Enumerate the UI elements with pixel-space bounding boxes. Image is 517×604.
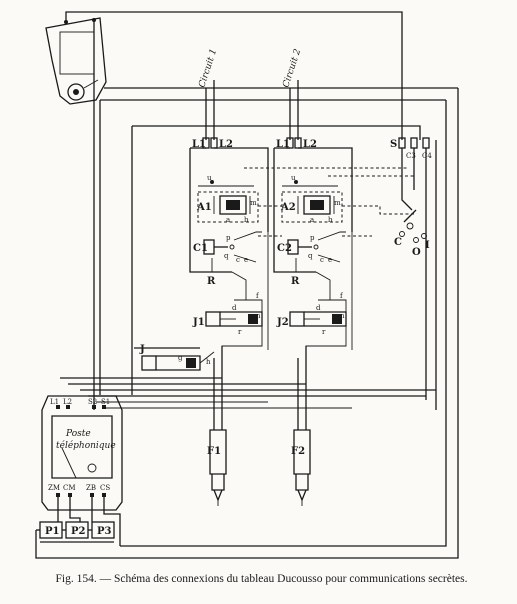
contact-n-2: n: [340, 312, 345, 320]
selector-switch: [399, 148, 427, 400]
terminal-L1-c1: L1: [192, 139, 206, 150]
phone-set-title-line1: Poste: [65, 429, 91, 439]
terminal-L2-c1: L2: [219, 139, 233, 150]
contact-b-1: b: [244, 216, 249, 224]
battery-P1: P1: [45, 526, 59, 537]
operator-jack-J: J: [139, 344, 145, 355]
jack-J1: J1: [192, 317, 205, 328]
terminal-C3: C3: [406, 152, 416, 160]
battery-P2: P2: [71, 526, 86, 537]
contact-q-2: q: [308, 252, 313, 260]
contact-f-2: f: [340, 292, 344, 300]
terminal-L1-c2: L1: [276, 139, 290, 150]
phone-top-terminal-1: L1: [50, 398, 59, 406]
switch-label-O: O: [412, 247, 421, 258]
contact-u-2: u: [291, 174, 296, 182]
phone-bottom-terminal-CM: CM: [63, 484, 76, 492]
cutoff-key-C1: C1: [193, 243, 208, 254]
terminal-S: S: [390, 139, 397, 150]
contact-a-2: a: [310, 216, 314, 224]
telephone-set: [41, 395, 123, 511]
terminal-posts-right: [398, 137, 430, 149]
batteries: [36, 497, 121, 546]
contact-q-1: q: [224, 252, 229, 260]
annunciator-A2: A2: [280, 202, 296, 213]
contact-m-2: m: [334, 199, 341, 207]
contact-g: g: [178, 354, 183, 362]
contact-p-2: p: [310, 234, 315, 242]
operator-jack: [134, 347, 215, 371]
battery-P3: P3: [97, 526, 112, 537]
terminal-L2-c2: L2: [303, 139, 317, 150]
contact-u-1: u: [207, 174, 212, 182]
contact-n-1: n: [256, 312, 261, 320]
contact-r-2: r: [322, 328, 326, 336]
contact-r-1: r: [238, 328, 242, 336]
phone-set-title-line2: téléphonique: [56, 440, 116, 451]
contact-c-1: c: [236, 256, 240, 264]
circuit-label-2: Circuit 2: [281, 48, 303, 89]
phone-top-terminal-4: S1: [101, 398, 110, 406]
annunciator-A1: A1: [196, 202, 212, 213]
figure-caption: Fig. 154. — Schéma des connexions du tab…: [55, 573, 468, 585]
contact-e-1: e: [244, 256, 248, 264]
panel-circuit-2: [273, 147, 353, 506]
panel-circuit-1: [189, 147, 269, 506]
cord-F1: F1: [207, 446, 221, 457]
terminal-C4: C4: [422, 152, 432, 160]
phone-bottom-terminal-ZM: ZM: [48, 484, 60, 492]
contact-c-2: c: [320, 256, 324, 264]
contact-f-1: f: [256, 292, 260, 300]
contact-b-2: b: [328, 216, 333, 224]
phone-top-terminal-3: S2: [88, 398, 97, 406]
phone-bottom-terminal-CS: CS: [100, 484, 110, 492]
contact-p-1: p: [226, 234, 231, 242]
cutoff-key-C2: C2: [277, 243, 292, 254]
cord-F2: F2: [291, 446, 305, 457]
plug-key-R-2: R: [291, 276, 300, 287]
contact-a-1: a: [226, 216, 230, 224]
phone-bottom-terminal-ZB: ZB: [86, 484, 96, 492]
contact-d-2: d: [316, 304, 321, 312]
contact-e-2: e: [328, 256, 332, 264]
switch-label-C: C: [394, 237, 402, 248]
plug-key-R-1: R: [207, 276, 216, 287]
wall-receiver-box: [45, 17, 107, 105]
contact-m-1: m: [250, 199, 257, 207]
contact-h: h: [206, 358, 211, 366]
circuit-label-1: Circuit 1: [197, 48, 219, 89]
jack-J2: J2: [276, 317, 289, 328]
contact-d-1: d: [232, 304, 237, 312]
switch-label-I: I: [425, 240, 430, 251]
phone-top-terminal-2: L2: [63, 398, 72, 406]
